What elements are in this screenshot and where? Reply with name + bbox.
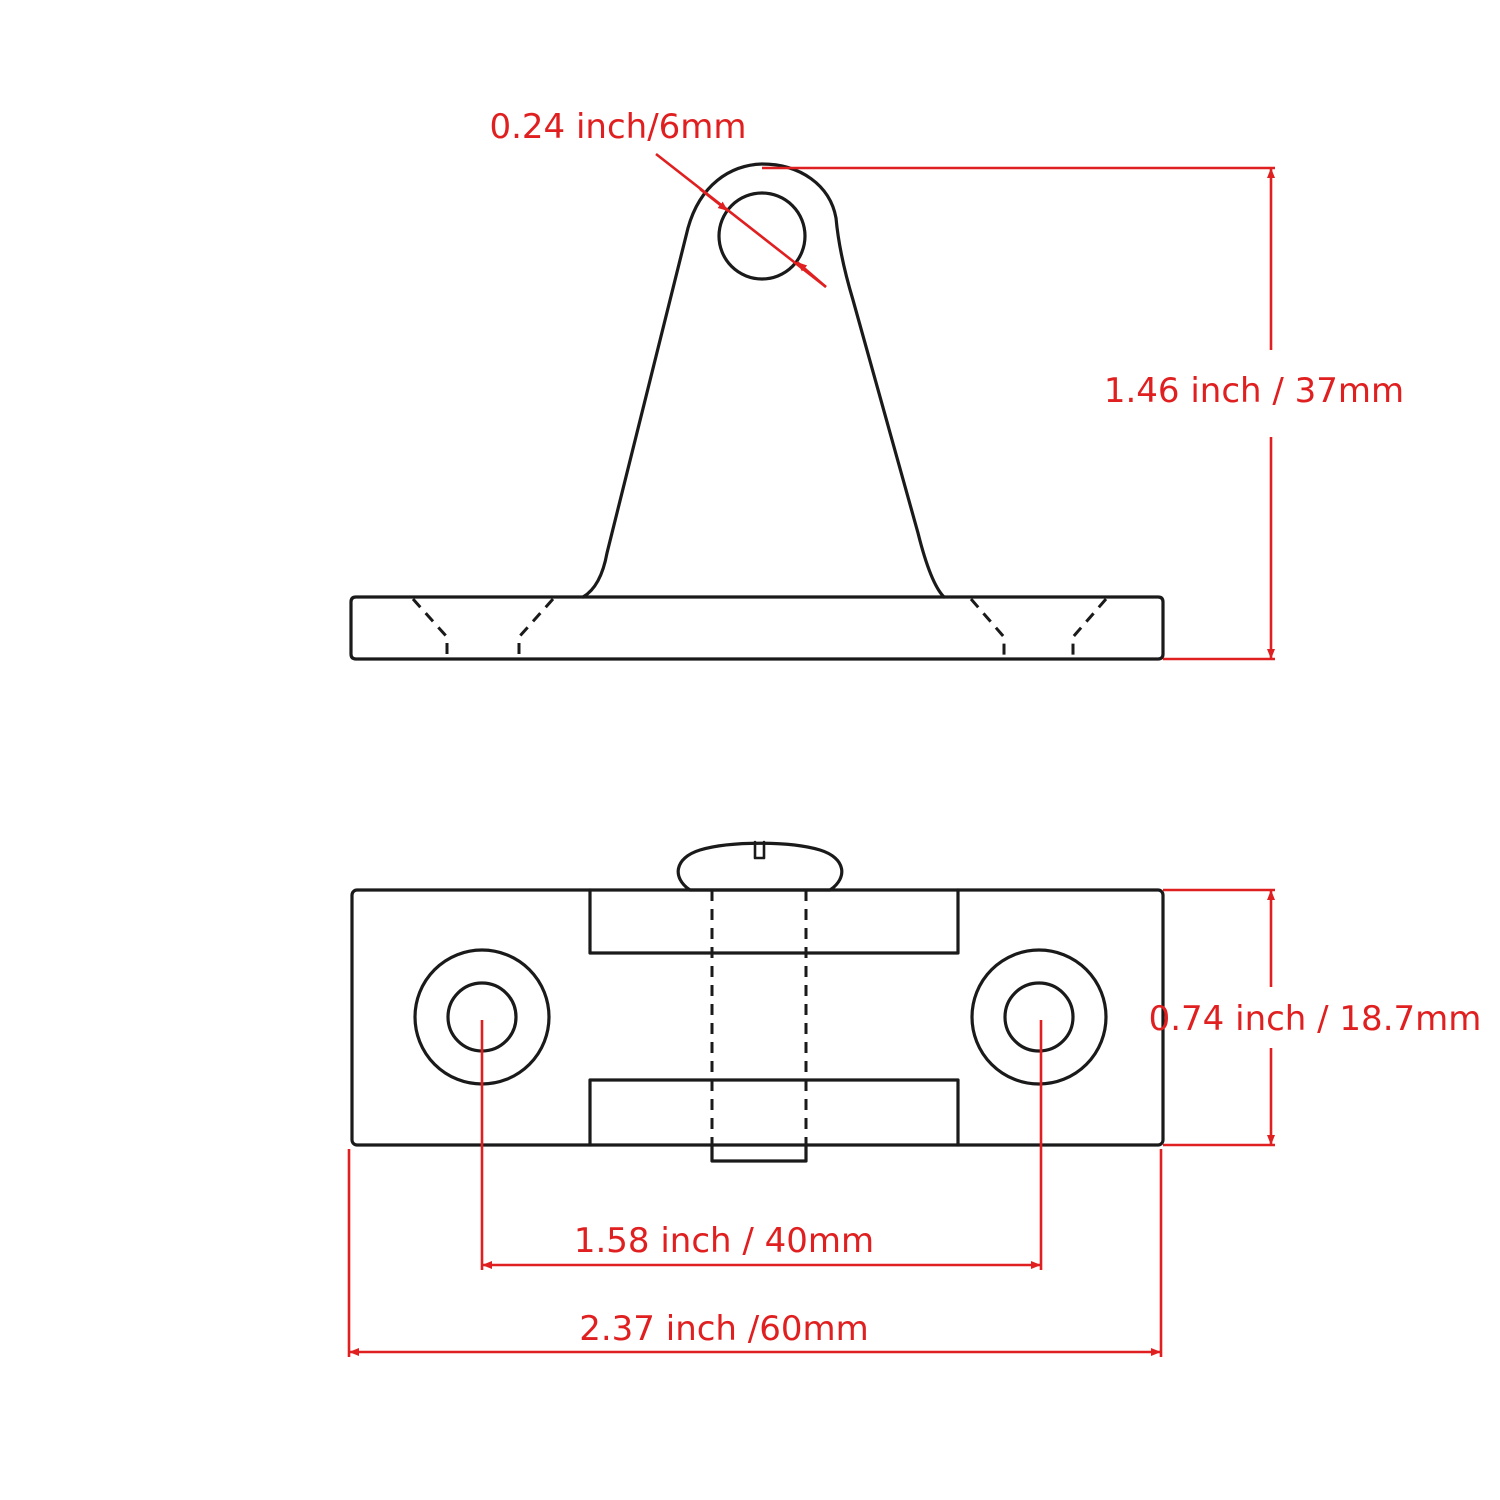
screw-slot xyxy=(753,840,766,860)
hole-spacing-label: 1.58 inch / 40mm xyxy=(574,1221,874,1261)
dimension-overall-length: 2.37 inch /60mm xyxy=(347,1149,1163,1357)
top-view-upper-block xyxy=(588,888,960,955)
hole-diameter-label: 0.24 inch/6mm xyxy=(489,107,746,147)
hole-diameter-arrow-out xyxy=(796,261,827,288)
height-label: 1.46 inch / 37mm xyxy=(1104,371,1404,411)
side-view-base-plate xyxy=(349,595,1165,661)
side-view xyxy=(349,162,1165,661)
top-view-lower-block xyxy=(588,1078,960,1147)
side-view-eye-hole xyxy=(717,191,807,281)
side-view-eye-outline xyxy=(581,162,946,599)
side-view-hidden-countersink-left xyxy=(411,597,555,659)
mounting-hole-right-outer xyxy=(970,948,1108,1086)
base-thickness-label: 0.74 inch / 18.7mm xyxy=(1149,999,1482,1039)
dimension-base-thickness: 0.74 inch / 18.7mm xyxy=(1149,888,1482,1147)
side-view-hidden-countersink-right xyxy=(969,598,1108,659)
top-view-base-outline xyxy=(350,888,1165,1147)
screw-shank-hidden xyxy=(710,890,808,1145)
dimension-height: 1.46 inch / 37mm xyxy=(762,166,1404,661)
screw-head xyxy=(676,841,844,892)
hole-diameter-arrow-in xyxy=(699,187,729,213)
screw-shank-tip xyxy=(710,1143,808,1163)
top-view xyxy=(350,840,1165,1163)
mounting-hole-right-inner xyxy=(1003,981,1075,1053)
overall-length-label: 2.37 inch /60mm xyxy=(579,1309,869,1349)
dimension-hole-spacing: 1.58 inch / 40mm xyxy=(480,1020,1043,1270)
dimension-hole-diameter: 0.24 inch/6mm xyxy=(489,107,827,289)
